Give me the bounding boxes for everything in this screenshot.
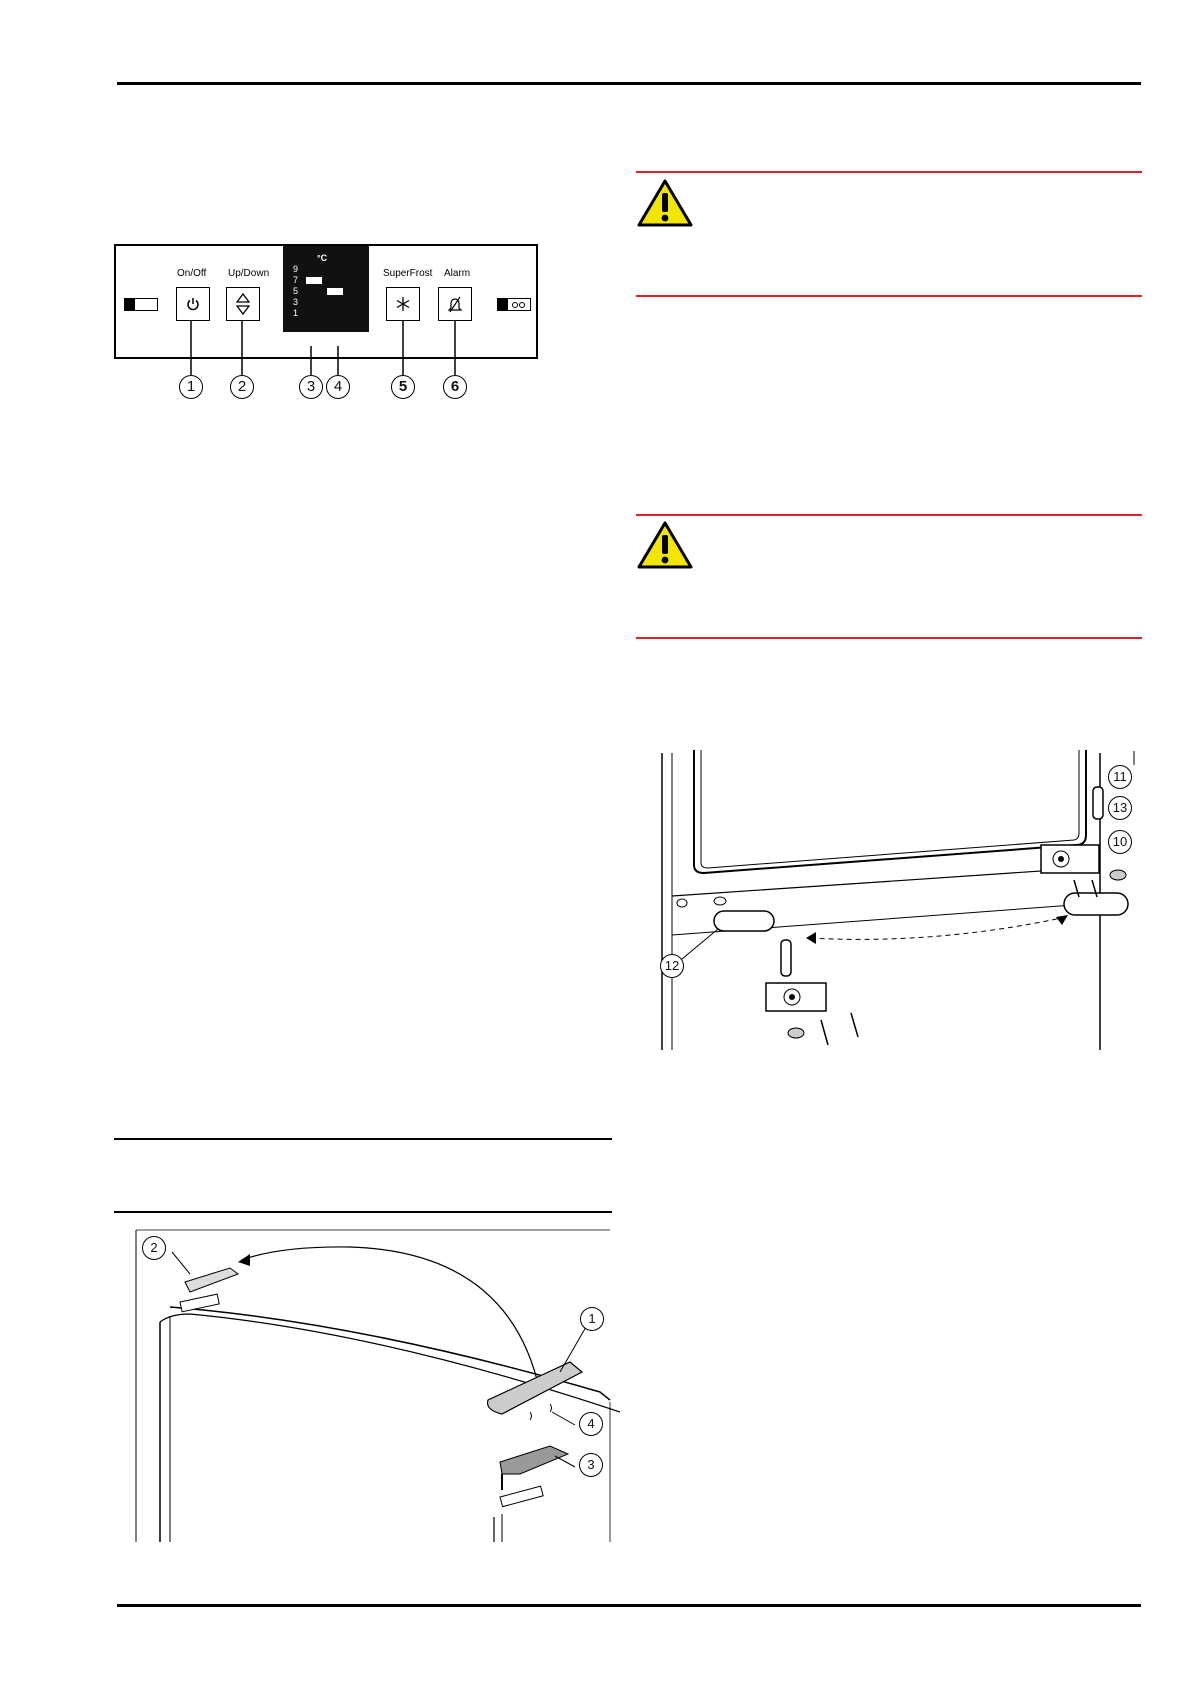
superfrost-button[interactable]	[386, 287, 420, 321]
left-indicator-icon	[124, 298, 158, 311]
snowflake-icon	[396, 297, 410, 311]
section-rule-top	[114, 1138, 612, 1140]
warning-triangle-icon	[637, 521, 693, 569]
footer-rule	[117, 1604, 1141, 1607]
callout-12: 12	[660, 954, 684, 978]
control-panel-diagram: On/Off Up/Down SuperFrost Alarm °C 9 7 5	[114, 244, 538, 359]
scale-7: 7	[293, 275, 299, 285]
callout-5: 5	[391, 375, 415, 399]
temp-bar-set	[306, 277, 322, 284]
warning-triangle-icon	[637, 179, 693, 227]
door-hinge-illustration	[661, 750, 1135, 1050]
superfrost-label: SuperFrost	[383, 268, 433, 279]
warning-2-top-rule	[636, 514, 1142, 516]
control-panel-leaders	[190, 320, 456, 375]
callout-top-4: 4	[579, 1412, 603, 1436]
callout-top-1: 1	[580, 1307, 604, 1331]
scale-1: 1	[293, 308, 299, 318]
callout-top-2: 2	[142, 1236, 166, 1260]
callout-6: 6	[443, 375, 467, 399]
up-down-arrows-icon	[236, 293, 250, 315]
callout-4: 4	[326, 375, 350, 399]
warning-1-top-rule	[636, 171, 1142, 173]
alarm-mute-icon	[447, 296, 463, 313]
warning-2-bottom-rule	[636, 637, 1142, 639]
degree-label: °C	[317, 253, 328, 263]
header-rule	[117, 82, 1141, 85]
callout-1: 1	[179, 375, 203, 399]
scale-3: 3	[293, 297, 299, 307]
callout-13: 13	[1108, 796, 1132, 820]
alarm-label: Alarm	[444, 268, 471, 279]
scale-5: 5	[293, 286, 299, 296]
callout-top-3: 3	[579, 1453, 603, 1477]
callout-3: 3	[299, 375, 323, 399]
warning-1-bottom-rule	[636, 295, 1142, 297]
top-cover-illustration	[135, 1229, 620, 1542]
callout-11: 11	[1108, 765, 1132, 789]
right-indicator-icon	[497, 298, 531, 311]
temperature-display: °C 9 7 5 3 1	[283, 246, 369, 332]
section-rule-bottom	[114, 1211, 612, 1213]
callout-2: 2	[230, 375, 254, 399]
up-down-label: Up/Down	[228, 268, 270, 279]
temp-bar-actual	[327, 288, 343, 295]
scale-9: 9	[293, 264, 299, 274]
on-off-button[interactable]	[176, 287, 210, 321]
on-off-label: On/Off	[177, 268, 207, 279]
callout-10: 10	[1108, 830, 1132, 854]
alarm-button[interactable]	[438, 287, 472, 321]
power-icon	[187, 298, 199, 311]
up-down-button[interactable]	[226, 287, 260, 321]
